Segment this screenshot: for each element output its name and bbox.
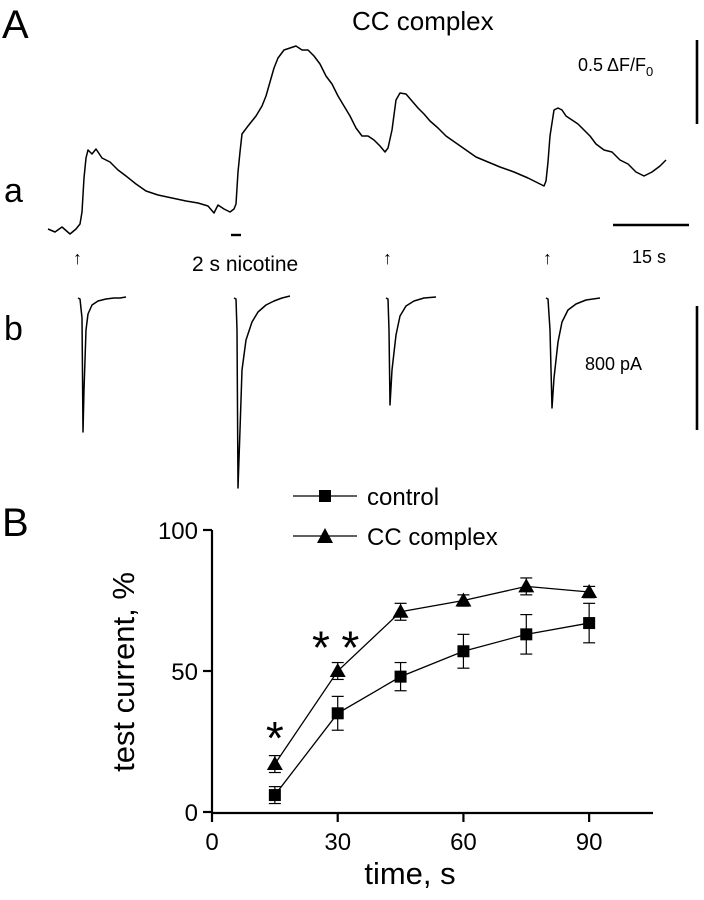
data-point-cc-complex (455, 592, 472, 607)
x-tick-label: 90 (576, 829, 603, 856)
current-trace-1 (77, 296, 127, 433)
x-axis-title: time, s (364, 856, 455, 891)
y-ticks: 0 50 100 (158, 518, 212, 827)
significance-star: * (341, 622, 359, 674)
data-point-control (457, 645, 470, 658)
significance-marks: *** (266, 622, 359, 764)
data-point-cc-complex (392, 603, 409, 618)
data-point-control (331, 707, 344, 720)
y-tick-label: 100 (158, 518, 198, 545)
data-point-control (268, 789, 281, 802)
fluorescence-trace (47, 45, 667, 235)
legend-cc-label: CC complex (367, 524, 498, 551)
current-trace-3 (385, 296, 437, 406)
significance-star: * (266, 712, 284, 764)
stimulus-arrow-3: ↑ (383, 248, 392, 268)
data-point-cc-complex (518, 578, 535, 593)
data-point-cc-complex (266, 756, 283, 771)
legend-cc-marker (317, 528, 333, 543)
current-trace-2 (233, 295, 291, 489)
data-point-control (583, 617, 596, 630)
data-point-cc-complex (329, 663, 346, 677)
current-trace-4 (545, 297, 601, 409)
data-point-control (394, 670, 407, 683)
series-line-cc-complex (274, 585, 590, 765)
panel-a-label: A (2, 3, 29, 47)
time-scale-label: 15 s (632, 247, 666, 267)
stimulus-arrow-4: ↑ (543, 248, 552, 268)
x-tick-label: 60 (450, 829, 477, 856)
panel-b-label: B (2, 501, 29, 545)
chart-series (266, 577, 598, 805)
legend-control-marker (319, 490, 331, 502)
trace-b-label: b (4, 310, 23, 348)
x-ticks: 0 30 60 90 (205, 813, 602, 856)
y-axis-title: test current, % (106, 572, 141, 772)
y-tick-label: 0 (185, 800, 198, 827)
series-line-control (274, 622, 590, 796)
panel-a-title: CC complex (352, 6, 494, 36)
significance-star: * (312, 622, 330, 674)
legend-control-label: control (367, 484, 439, 511)
stimulus-arrow-1: ↑ (73, 248, 82, 268)
x-tick-label: 30 (324, 829, 351, 856)
data-point-control (520, 628, 533, 641)
x-tick-label: 0 (205, 829, 218, 856)
y-tick-label: 50 (171, 659, 198, 686)
chart-legend: control CC complex (293, 484, 498, 551)
current-scale-label: 800 pA (585, 354, 642, 374)
nicotine-stimulus-label: 2 s nicotine (192, 253, 298, 276)
trace-a-label: a (4, 172, 23, 210)
fluorescence-scale-label: 0.5 ΔF/F0 (578, 55, 653, 79)
data-point-cc-complex (581, 584, 598, 599)
